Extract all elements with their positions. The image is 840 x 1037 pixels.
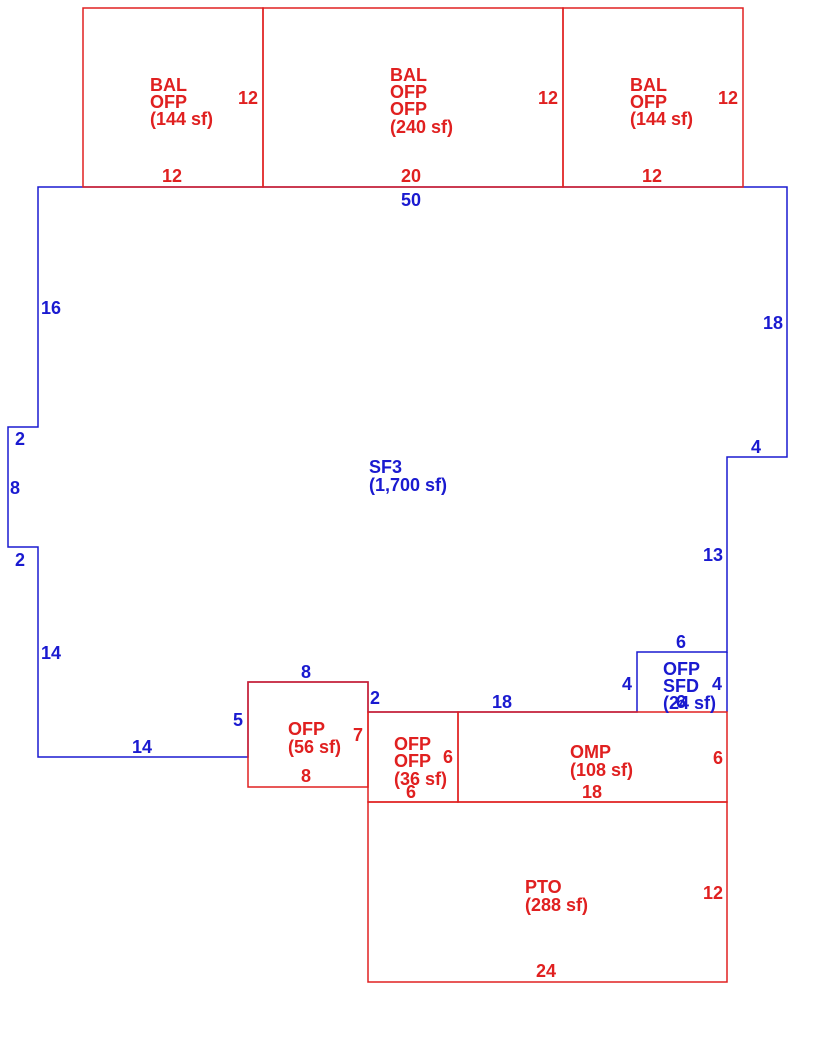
sfd-top-dim: 6 <box>676 632 686 652</box>
bal-right-area: (144 sf) <box>630 109 693 129</box>
main-left-lower-dim: 14 <box>41 643 61 663</box>
bal-right-line2: OFP <box>630 92 667 112</box>
sfd-left-dim: 4 <box>622 674 632 694</box>
pto-area: (288 sf) <box>525 895 588 915</box>
omp-bottom-dim: 18 <box>582 782 602 802</box>
omp-side-dim: 6 <box>713 748 723 768</box>
bal-left-line1: BAL <box>150 75 187 95</box>
bal-left-side-dim: 12 <box>238 88 258 108</box>
bal-right-side-dim: 12 <box>718 88 738 108</box>
bal-left-bottom-dim: 12 <box>162 166 182 186</box>
right-step-dim: 4 <box>751 437 761 457</box>
bal-right-bottom-dim: 12 <box>642 166 662 186</box>
bal-mid-line1: BAL <box>390 65 427 85</box>
right-upper-dim: 18 <box>763 313 783 333</box>
pto-outline <box>367 801 728 983</box>
pto-bottom-dim: 24 <box>536 961 556 981</box>
sfd-line2: SFD <box>663 676 699 696</box>
ofp-56-side-dim: 7 <box>353 725 363 745</box>
omp-area: (108 sf) <box>570 760 633 780</box>
bal-left-line2: OFP <box>150 92 187 112</box>
ofp-56-bottom-dim: 8 <box>301 766 311 786</box>
ofp-top-dim: 8 <box>301 662 311 682</box>
ofp-56-code: OFP <box>288 719 325 739</box>
bal-mid-side-dim: 12 <box>538 88 558 108</box>
ofp-left-dim: 5 <box>233 710 243 730</box>
sfd-side-dim: 4 <box>712 674 722 694</box>
pto-code: PTO <box>525 877 562 897</box>
sfd-line1: OFP <box>663 659 700 679</box>
ofp-36-line1: OFP <box>394 734 431 754</box>
ofp-36-side-dim: 6 <box>443 747 453 767</box>
ofp-right-dim: 2 <box>370 688 380 708</box>
sfd-bottom-dim: 6 <box>676 692 686 712</box>
bal-mid-line2: OFP <box>390 82 427 102</box>
main-bottom-left-dim: 14 <box>132 737 152 757</box>
pto-side-dim: 12 <box>703 883 723 903</box>
balcony-right-outline <box>562 7 744 188</box>
notch-side-dim: 8 <box>10 478 20 498</box>
ofp-56-area: (56 sf) <box>288 737 341 757</box>
right-lower-dim: 13 <box>703 545 723 565</box>
ofp-36-area: (36 sf) <box>394 769 447 789</box>
main-left-upper-dim: 16 <box>41 298 61 318</box>
ofp-36-line2: OFP <box>394 751 431 771</box>
notch-top-dim: 2 <box>15 429 25 449</box>
main-area-code: SF3 <box>369 457 402 477</box>
omp-code: OMP <box>570 742 611 762</box>
bal-right-line1: BAL <box>630 75 667 95</box>
bal-mid-bottom-dim: 20 <box>401 166 421 186</box>
main-top-dim: 50 <box>401 190 421 210</box>
inner-run-dim: 18 <box>492 692 512 712</box>
notch-bottom-dim: 2 <box>15 550 25 570</box>
ofp-36-bottom-dim: 6 <box>406 782 416 802</box>
sfd-area: (24 sf) <box>663 693 716 713</box>
main-area-size: (1,700 sf) <box>369 475 447 495</box>
bal-mid-line3: OFP <box>390 99 427 119</box>
bal-mid-area: (240 sf) <box>390 117 453 137</box>
bal-left-area: (144 sf) <box>150 109 213 129</box>
